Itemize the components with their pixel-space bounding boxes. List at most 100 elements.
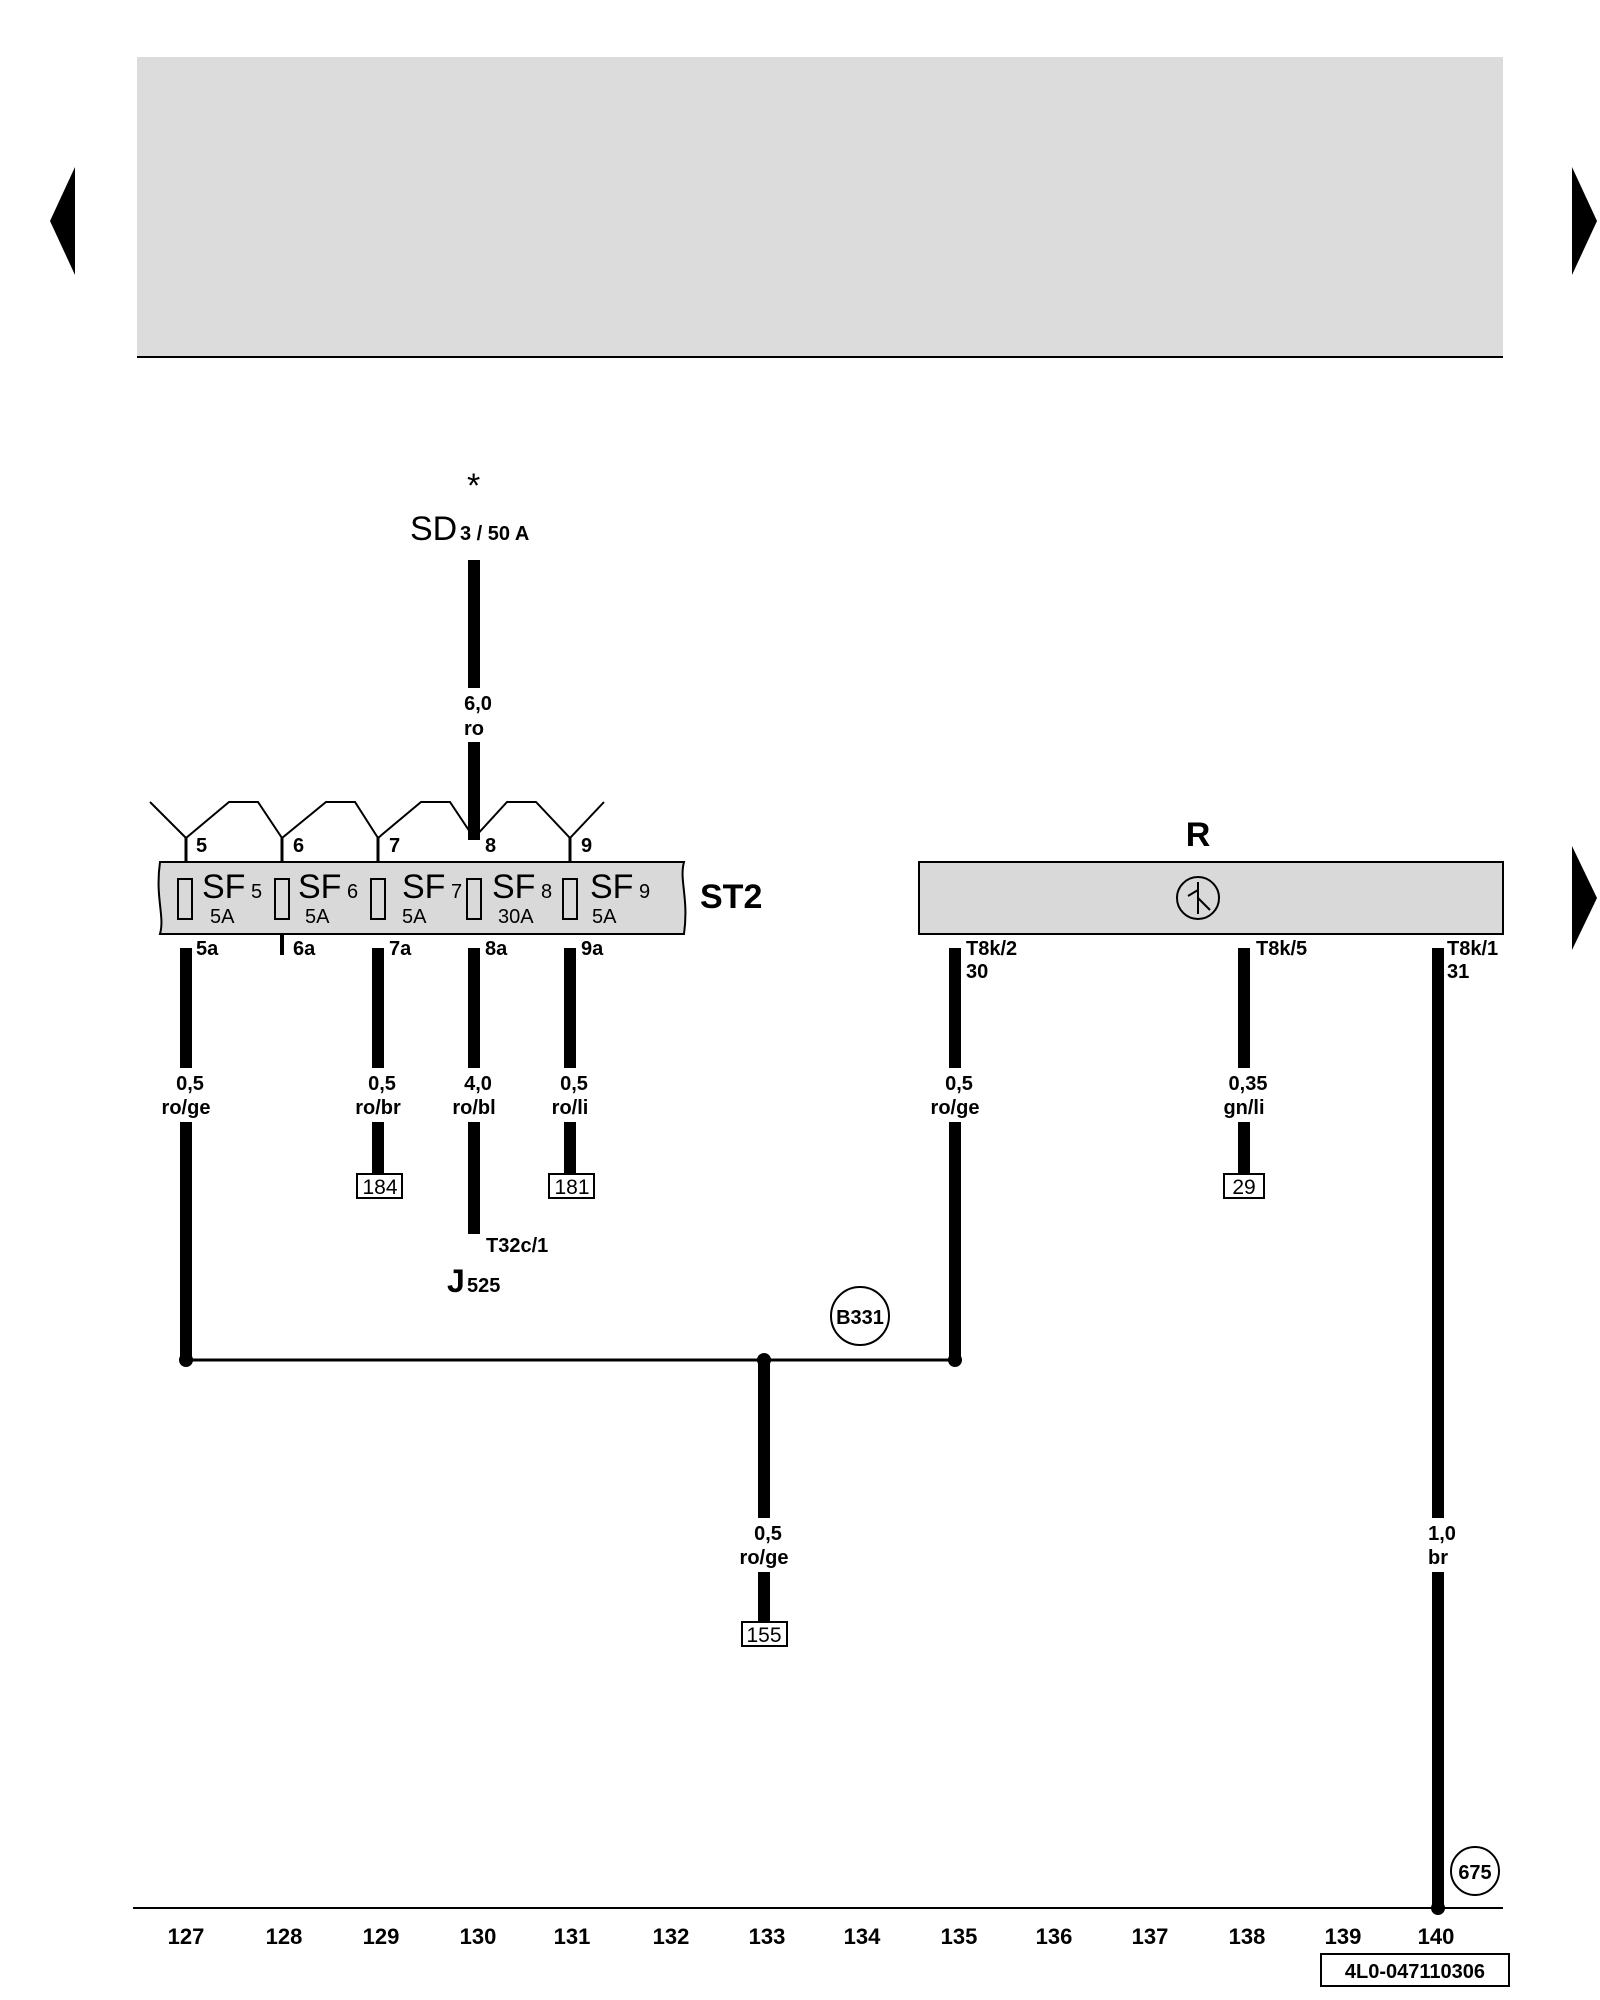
fuse-sf5: SF 5 5A 5 5a: [177, 835, 262, 960]
radio-label: R: [1186, 816, 1211, 854]
fuse-sf5-num: 5: [251, 881, 262, 903]
track-number: 131: [554, 1924, 591, 1949]
fuse-sf7-bottom-pin: 7a: [389, 938, 412, 960]
fuse-sf6-num: 6: [347, 881, 358, 903]
junction-t8k2: [948, 1353, 962, 1367]
fuse-sf9-rating: 5A: [592, 906, 617, 928]
wire-t8k2-size: 0,5: [945, 1073, 973, 1095]
fuse-sf6: SF 6 5A 6 6a: [274, 835, 358, 960]
fuse-sf9-bottom-pin: 9a: [581, 938, 604, 960]
connector-b331[interactable]: [830, 1286, 890, 1346]
fuse-sf5-symbol: [177, 878, 193, 920]
fuse-sf8: SF 8 30A 8 8a: [466, 835, 552, 960]
supply-star: *: [467, 467, 480, 505]
junction-5a: [179, 1353, 193, 1367]
track-number: 138: [1229, 1924, 1266, 1949]
fuse-sf5-name: SF: [202, 868, 245, 906]
wire-9a-color: ro/li: [552, 1097, 589, 1119]
wire-bus-size: 0,5: [754, 1523, 782, 1545]
fuse-sf6-top-pin: 6: [293, 835, 304, 857]
radio-pin-t8k1: T8k/1: [1447, 938, 1498, 960]
radio-symbol-icon: [1176, 876, 1220, 920]
fuse-sf6-rating: 5A: [305, 906, 330, 928]
track-number: 135: [941, 1924, 978, 1949]
ref-29-box[interactable]: [1223, 1173, 1265, 1199]
wire-5a-size: 0,5: [176, 1073, 204, 1095]
supply-name: SD: [410, 510, 457, 548]
fuse-sf7-name: SF: [402, 868, 445, 906]
wire-5a-color: ro/ge: [162, 1097, 211, 1119]
connector-675[interactable]: [1450, 1846, 1500, 1896]
track-number: 127: [168, 1924, 205, 1949]
wire-bus-color: ro/ge: [740, 1547, 789, 1569]
doc-number: 4L0-047110306: [1345, 1961, 1485, 1983]
track-number: 129: [363, 1924, 400, 1949]
fuse-carrier-box: [157, 861, 687, 935]
fuse-sf8-bottom-pin: 8a: [485, 938, 508, 960]
fuse-sf9-num: 9: [639, 881, 650, 903]
fuse-sf7-rating: 5A: [402, 906, 427, 928]
fuse-sf9: SF 9 5A 9 9a: [562, 835, 650, 960]
ref-181[interactable]: 181: [554, 1176, 589, 1199]
ref-184-box[interactable]: [356, 1173, 403, 1199]
ref-155[interactable]: 155: [746, 1624, 781, 1647]
prev-page-arrow-icon[interactable]: [50, 167, 75, 275]
wire-t8k2-color: ro/ge: [931, 1097, 980, 1119]
fuse-sf9-symbol: [562, 878, 578, 920]
fuse-carrier-label: ST2: [700, 878, 762, 916]
fuse-sf8-symbol: [466, 878, 482, 920]
wire-8a-size: 4,0: [464, 1073, 492, 1095]
radio-pin-t8k2: T8k/2: [966, 938, 1017, 960]
track-number: 137: [1132, 1924, 1169, 1949]
fuse-sf9-top-pin: 9: [581, 835, 592, 857]
j525-connector: T32c/1: [486, 1235, 548, 1257]
track-number: 133: [749, 1924, 786, 1949]
track-number: 132: [653, 1924, 690, 1949]
supply-wire-color: ro: [464, 718, 484, 740]
fuse-sf5-top-pin: 5: [196, 835, 207, 857]
fuse-sf7-num: 7: [451, 881, 462, 903]
ref-181-box[interactable]: [548, 1173, 595, 1199]
wire-7a-color: ro/br: [355, 1097, 401, 1119]
j525-sub: 525: [467, 1275, 500, 1297]
wire-t8k1-color: br: [1428, 1547, 1448, 1569]
fuse-sf9-name: SF: [590, 868, 633, 906]
fuse-sf7-top-pin: 7: [389, 835, 400, 857]
track-number: 128: [266, 1924, 303, 1949]
track-number: 140: [1418, 1924, 1455, 1949]
fuse-sf6-symbol: [274, 878, 290, 920]
next-page-arrow-icon[interactable]: [1572, 167, 1597, 275]
ref-184[interactable]: 184: [362, 1176, 397, 1199]
wire-t8k5-color: gn/li: [1223, 1097, 1264, 1119]
connector-b331-label[interactable]: B331: [836, 1307, 884, 1329]
ref-29[interactable]: 29: [1232, 1176, 1255, 1199]
j525-name: J: [447, 1263, 465, 1299]
supply-sub: 3 / 50 A: [460, 523, 529, 545]
radio-box: [918, 861, 1504, 935]
track-number: 134: [844, 1924, 881, 1949]
radio-pin-t8k2-num: 30: [966, 961, 988, 983]
header-band: [137, 57, 1503, 357]
fuse-sf6-bottom-pin: 6a: [293, 938, 316, 960]
fuse-sf8-name: SF: [492, 868, 535, 906]
wire-9a-size: 0,5: [560, 1073, 588, 1095]
doc-number-box: [1320, 1953, 1510, 1987]
fuse-sf8-rating: 30A: [498, 906, 534, 928]
next-section-arrow-icon[interactable]: [1572, 846, 1597, 950]
track-number: 130: [460, 1924, 497, 1949]
fuse-sf8-top-pin: 8: [485, 835, 496, 857]
ref-155-box[interactable]: [741, 1621, 788, 1647]
fuse-sf6-name: SF: [298, 868, 341, 906]
track-number: 139: [1325, 1924, 1362, 1949]
connector-675-label[interactable]: 675: [1458, 1862, 1491, 1884]
radio-pin-t8k5: T8k/5: [1256, 938, 1307, 960]
wire-t8k1-size: 1,0: [1428, 1523, 1456, 1545]
fuse-sf7: SF 7 5A 7 7a: [370, 835, 462, 960]
track-number: 136: [1036, 1924, 1073, 1949]
fuse-sf5-bottom-pin: 5a: [196, 938, 219, 960]
wire-t8k5-size: 0,35: [1229, 1073, 1268, 1095]
track-numbers: 127 128 129 130 131 132 133 134 135 136 …: [168, 1924, 1455, 1949]
wire-7a-size: 0,5: [368, 1073, 396, 1095]
fuse-sf8-num: 8: [541, 881, 552, 903]
